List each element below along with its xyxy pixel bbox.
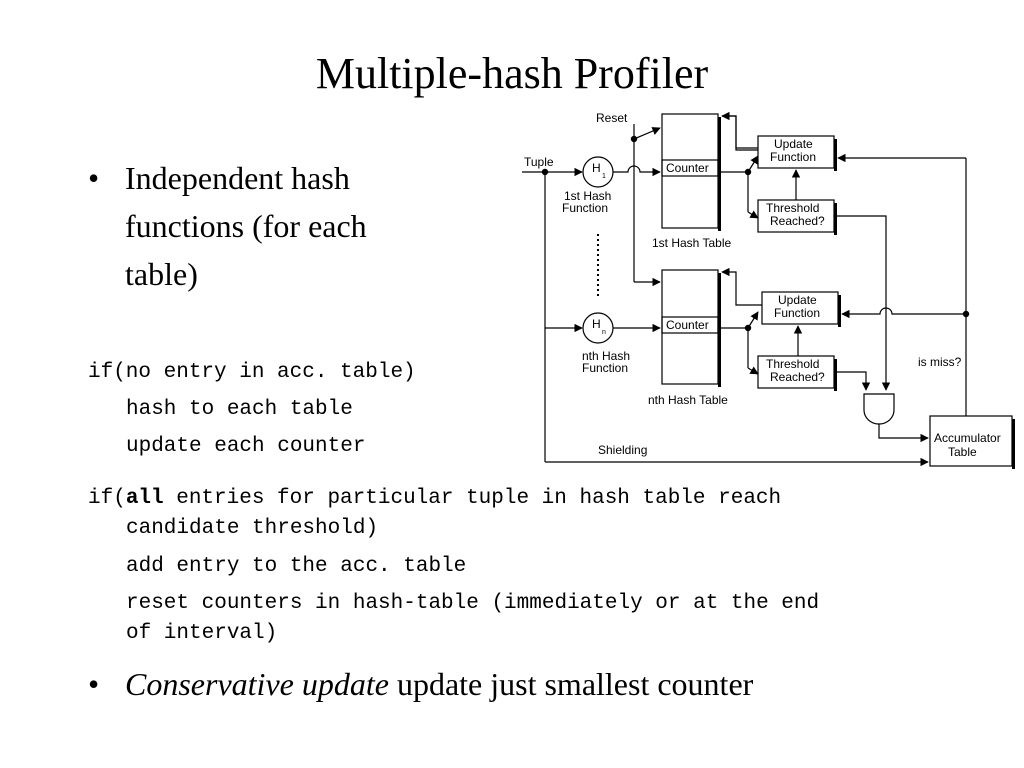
fn1-label-line2: Function	[562, 201, 608, 215]
profiler-diagram: Reset Tuple H 1 H n 1st Hash Function nt…	[522, 111, 1015, 469]
threshn-label-line2: Reached?	[770, 370, 825, 384]
code-line-8: of interval)	[126, 622, 278, 645]
updaten-label-line1: Update	[778, 293, 817, 307]
is-miss-label: is miss?	[918, 355, 962, 369]
tuple-label: Tuple	[524, 155, 554, 169]
code-line-4-rest: entries for particular tuple in hash tab…	[163, 487, 782, 510]
update1-feedback-top	[722, 115, 758, 149]
threshn-to-and	[834, 371, 871, 391]
updaten-to-tablen	[721, 267, 762, 306]
h1-subscript: 1	[602, 173, 606, 180]
fn1-label-line1: 1st Hash	[564, 189, 611, 203]
code-line-5: candidate threshold)	[126, 517, 379, 540]
bullet-text: Independent hash functions (for each tab…	[125, 160, 367, 292]
code-line-1: if(no entry in acc. table)	[88, 361, 416, 384]
code-line-7: reset counters in hash-table (immediatel…	[126, 592, 820, 615]
counter-1-box	[661, 159, 719, 177]
code-line-4: if(all entries for particular tuple in h…	[88, 483, 781, 514]
bullet-text: Conservative update update just smallest…	[125, 660, 753, 708]
thresh1-label-line1: Threshold	[766, 201, 819, 215]
update1-label-line2: Function	[770, 150, 816, 164]
fnn-label-line1: nth Hash	[582, 349, 630, 363]
table1-shadow	[718, 117, 721, 231]
update1-to-table1	[721, 111, 758, 151]
table1-label: 1st Hash Table	[652, 236, 731, 250]
hn-subscript: n	[602, 329, 606, 336]
counter1-label: Counter	[666, 161, 709, 175]
conservative-update-term: Conservative update	[125, 666, 389, 702]
counter1-to-update1	[747, 155, 759, 173]
h1-label: H	[592, 161, 601, 175]
updaten-label-line2: Function	[774, 306, 820, 320]
thresh1-label-line2: Reached?	[770, 214, 825, 228]
bullet-dot: •	[88, 666, 100, 702]
h1-to-counter1	[613, 165, 661, 177]
code-all-keyword: all	[125, 487, 164, 510]
update1-label-line1: Update	[774, 137, 813, 151]
thresh1-to-and	[834, 215, 891, 391]
countern-label: Counter	[666, 318, 709, 332]
conservative-update-rest: update just smallest counter	[388, 666, 754, 702]
and-to-accumulator	[878, 424, 929, 443]
code-line-6: add entry to the acc. table	[126, 555, 467, 578]
code-line-3: update each counter	[126, 435, 366, 458]
counter-n-box	[661, 316, 719, 334]
fnn-label-line2: Function	[582, 361, 628, 375]
bullet-dot: •	[88, 160, 100, 196]
accumulator-label-line2: Table	[948, 445, 977, 459]
counter1-to-thresh1	[747, 210, 759, 219]
and-gate	[863, 393, 895, 425]
shielding-label: Shielding	[598, 443, 647, 457]
hn-label: H	[592, 317, 601, 331]
code-if-prefix: if(	[88, 487, 126, 510]
slide-title: Multiple-hash Profiler	[315, 49, 709, 98]
countern-to-updaten	[747, 311, 759, 329]
is-miss-to-updaten	[841, 307, 966, 319]
reset-to-table1-top	[633, 127, 661, 140]
code-line-2: hash to each table	[126, 398, 353, 421]
tablen-label: nth Hash Table	[648, 393, 728, 407]
countern-to-threshn	[747, 366, 759, 375]
reset-label: Reset	[596, 111, 628, 125]
accumulator-label-line1: Accumulator	[934, 431, 1001, 445]
threshn-label-line1: Threshold	[766, 357, 819, 371]
tablen-shadow	[718, 273, 721, 387]
